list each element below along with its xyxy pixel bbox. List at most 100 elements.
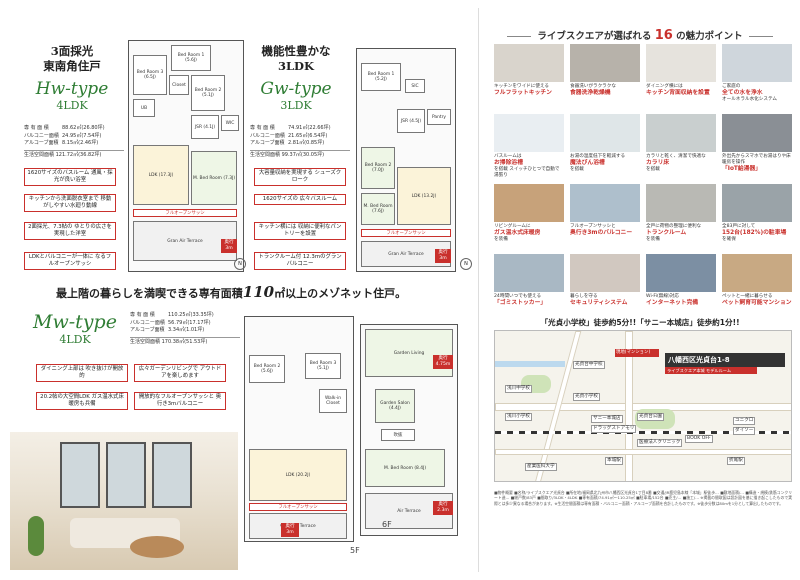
mw-feature: 開放的なフルオープンサッシと 奥行き3mバルコニー — [134, 392, 226, 410]
mw-garden-living: Garden Living — [365, 329, 453, 377]
hw-bed-room-3: Bed Room 3 (6.5J) — [133, 55, 167, 95]
feature-grid: キッチンをワイドに使えるフルフラットキッチン 食器洗いがラクラクな食器洗浄乾燥機… — [494, 44, 792, 320]
feature-photo — [570, 44, 640, 82]
plant-shape — [28, 516, 44, 556]
mw-ldk: LDK (20.2J) — [249, 449, 347, 501]
hw-bed-room-2: Bed Room 2 (5.1J) — [191, 75, 225, 111]
feature-photo — [722, 44, 792, 82]
feature-card: 24時間いつでも使える「ゴミストッカー」 — [494, 254, 564, 320]
feature-photo — [494, 114, 564, 152]
feature-photo — [494, 44, 564, 82]
hw-total: 生活空間面積 121.72㎡(36.82坪) — [24, 149, 124, 160]
map-pin: 産業医科大学 — [525, 463, 557, 471]
feature-photo — [722, 184, 792, 222]
feature-photo — [570, 254, 640, 292]
feature-photo — [494, 254, 564, 292]
headline-number: 110 — [242, 283, 275, 301]
gw-pantry: Pantry — [427, 109, 451, 125]
feature-card: ダイニング横にはキッチン背面収納を設置 — [646, 44, 716, 110]
hw-layout: 4LDK — [56, 99, 88, 112]
window-shape — [60, 442, 100, 508]
floor-label-6f: 6F — [382, 520, 392, 529]
hw-master-bedroom: M. Bed Room (7.3J) — [191, 151, 237, 205]
gw-master-bedroom: M. Bed Room (7.6J) — [361, 193, 395, 225]
map-pin: 光貞台公園 — [637, 413, 664, 421]
gw-jsr: JSR (4.5J) — [397, 109, 425, 133]
feature-photo — [570, 184, 640, 222]
site-label: 現地(マンション) — [615, 349, 659, 357]
hw-closet: Closet — [169, 75, 189, 95]
hw-gran-air-terrace: Gran Air Terrace — [133, 221, 237, 261]
mw-walk-in-closet: Walk-in Closet — [319, 389, 347, 413]
map-pin: 光貞台中学校 — [573, 361, 605, 369]
table-shape — [130, 536, 184, 558]
map-road — [495, 449, 791, 455]
map-railway — [495, 431, 791, 434]
hw-ldk: LDK (17.3J) — [133, 145, 189, 205]
maisonette-headline: 最上階の暮らしを満喫できる専有面積110㎡以上のメゾネット住戸。 — [56, 283, 466, 301]
hw-wic: WIC — [221, 115, 239, 131]
feature-card: バスルームはお掃除浴槽を搭載 スイッチひとつで自動で湯張り — [494, 114, 564, 180]
map-pin: ユニクロ — [733, 417, 756, 425]
gw-floor-plan: Bed Room 1 (5.2J) SIC JSR (4.5J) Pantry … — [356, 48, 456, 272]
map-pin: 浅川小学校 — [505, 413, 532, 421]
map-pin: 光貞小学校 — [573, 393, 600, 401]
feature-photo — [646, 114, 716, 152]
fine-print: ■物件概要 ■名称/ライブスクエア光貞台 ■所在地/福岡県北九州市八幡西区光貞台… — [494, 490, 792, 506]
gw-bed-room-1: Bed Room 1 (5.2J) — [361, 63, 401, 91]
floor-label-5f: 5F — [350, 546, 360, 555]
feature-card: キッチンをワイドに使えるフルフラットキッチン — [494, 44, 564, 110]
column-divider — [478, 8, 479, 572]
map-pin: BOOK OFF — [685, 435, 713, 443]
hw-full-open-sash: フルオープンサッシ — [133, 209, 237, 217]
feature-card: カラリと乾く、清潔で快適なカラリ床を搭載 — [646, 114, 716, 180]
hw-feature: LDKとバルコニーが一体に なるフルオープンサッシ — [24, 252, 116, 270]
mw-feature: ダイニング上部は 吹き抜けが開放的 — [36, 364, 128, 382]
map-pin: 浅川中学校 — [505, 385, 532, 393]
mw-type-header: Mw-type 4LDK — [20, 306, 130, 346]
gw-type-header: 機能性豊かな 3LDK Gw-type 3LDK — [246, 44, 346, 112]
feature-card: リビングルームにガス温水式床暖房を装備 — [494, 184, 564, 250]
mw-depth-tag-23: 奥行 2.3m — [433, 501, 453, 515]
feature-photo — [570, 114, 640, 152]
points-count: 16 — [654, 28, 673, 43]
gw-catch-2: 3LDK — [277, 59, 315, 73]
hw-feature: 1620サイズのバスルーム 通風・採光が良い浴室 — [24, 168, 116, 186]
feature-card: フルオープンサッシと奥行き3mのバルコニー — [570, 184, 640, 250]
points-title: ライブスクエアが選ばれる 16 の魅力ポイント — [488, 28, 792, 43]
gw-type-name: Gw-type — [260, 79, 332, 99]
gw-sic: SIC — [405, 79, 425, 93]
feature-card: 暮らしを守るセキュリティシステム — [570, 254, 640, 320]
mw-depth-tag-475: 奥行 4.75m — [433, 355, 453, 369]
mw-master-bedroom: M. Bed Room (8.4J) — [365, 449, 445, 487]
gw-total: 生活空間面積 99.37㎡(30.05坪) — [250, 149, 350, 160]
gw-feature: キッチン横には 収納に便利なパントリーを設置 — [254, 222, 346, 240]
gw-bed-room-2: Bed Room 2 (7.0J) — [361, 147, 395, 189]
feature-card: Wi-Fi(無線)対応インターネット完備 — [646, 254, 716, 320]
window-shape — [152, 442, 192, 508]
map-pin: サニー本城店 — [591, 415, 623, 423]
feature-photo — [646, 44, 716, 82]
feature-card: 全戸に荷物の整理に便利なトランクルームを装備 — [646, 184, 716, 250]
feature-photo — [646, 254, 716, 292]
hw-feature: 2面採光、7.3帖の ゆとりの広さを実現した洋室 — [24, 222, 116, 240]
mw-5f-floor-plan: Bed Room 2 (5.6J) Bed Room 3 (5.1J) Walk… — [244, 316, 354, 542]
gallery-label: ライブスクエア本城 モデルルーム — [665, 367, 757, 374]
area-map: 現地(マンション) 八幡西区光貞台1-8 ライブスクエア本城 モデルルーム 光貞… — [494, 330, 792, 482]
mw-feature: 広々ガーデンリビングで アウトドアを楽しめます — [134, 364, 226, 382]
feature-card: 食器洗いがラクラクな食器洗浄乾燥機 — [570, 44, 640, 110]
gw-compass-icon: N — [460, 258, 472, 270]
site-address: 八幡西区光貞台1-8 — [665, 353, 785, 367]
map-title: 「光貞小学校」徒歩約5分!!「サニー本城店」徒歩約1分!! — [540, 318, 740, 327]
map-pin: ドラッグストアモリ — [591, 425, 637, 433]
map-road — [625, 331, 633, 481]
mw-feature: 20.2帖の大空間LDK ガス温水式床暖房も兵備 — [36, 392, 128, 410]
gw-layout: 3LDK — [280, 99, 312, 112]
hw-feature: キッチンから洗面脱衣室まで 移動がしやすい水廻り動線 — [24, 194, 116, 212]
